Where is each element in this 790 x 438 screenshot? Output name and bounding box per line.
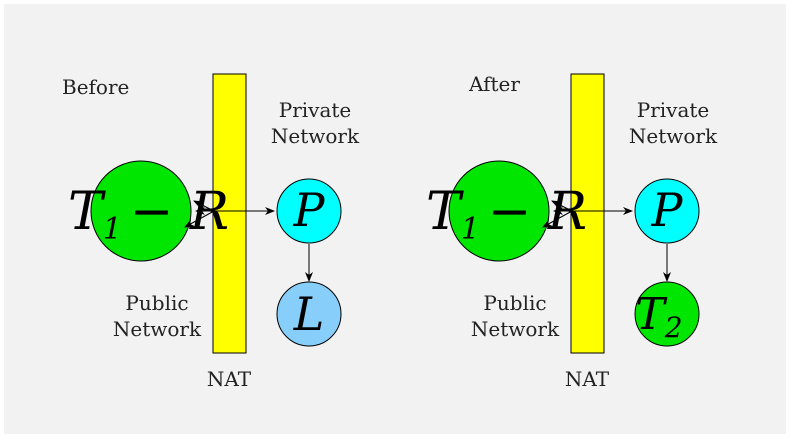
bottom-node-label: L bbox=[293, 287, 325, 341]
peer-node-suffix: − R bbox=[130, 182, 229, 242]
panel-heading: Before bbox=[62, 75, 129, 99]
bottom-node-symbol: T bbox=[635, 289, 668, 340]
peer-node-label: T1− R bbox=[68, 182, 229, 247]
bottom-node-subscript: 2 bbox=[664, 311, 683, 344]
private-node-label: P bbox=[293, 183, 326, 237]
panel-before: Before Private Network T1− R P L Public … bbox=[62, 73, 360, 391]
private-network-label-line2: Network bbox=[271, 124, 360, 148]
bottom-node bbox=[634, 281, 700, 347]
public-network-label-line2: Network bbox=[471, 317, 560, 341]
panel-heading: After bbox=[468, 72, 520, 96]
peer-node-symbol: T bbox=[426, 182, 464, 242]
private-network-label-line2: Network bbox=[629, 124, 718, 148]
peer-node-label: T1− R bbox=[426, 182, 587, 247]
private-network-label-line1: Private bbox=[637, 98, 710, 122]
private-node-label: P bbox=[651, 183, 684, 237]
connection-arrow bbox=[193, 200, 215, 212]
public-network-label-line1: Public bbox=[483, 291, 546, 315]
nat-label: NAT bbox=[565, 367, 610, 391]
peer-node bbox=[90, 160, 192, 262]
public-network-label-line2: Network bbox=[113, 317, 202, 341]
bottom-node bbox=[276, 281, 342, 347]
private-network-label-line1: Private bbox=[279, 98, 352, 122]
public-network-label-line1: Public bbox=[125, 291, 188, 315]
peer-node bbox=[448, 160, 550, 262]
peer-node-subscript: 1 bbox=[103, 212, 122, 247]
peer-node-suffix: − R bbox=[488, 182, 587, 242]
connection-arrow bbox=[542, 210, 573, 228]
nat-label: NAT bbox=[207, 367, 252, 391]
private-node bbox=[276, 178, 342, 244]
bottom-node-label: T2 bbox=[635, 289, 682, 344]
connection-arrow bbox=[184, 210, 215, 228]
peer-node-symbol: T bbox=[68, 182, 106, 242]
bottom-node-symbol: L bbox=[293, 287, 325, 341]
panel-after: After Private Network T1− R P T2 Public … bbox=[426, 72, 718, 391]
private-node bbox=[634, 178, 700, 244]
peer-node-subscript: 1 bbox=[461, 212, 480, 247]
connection-arrow bbox=[551, 200, 573, 212]
